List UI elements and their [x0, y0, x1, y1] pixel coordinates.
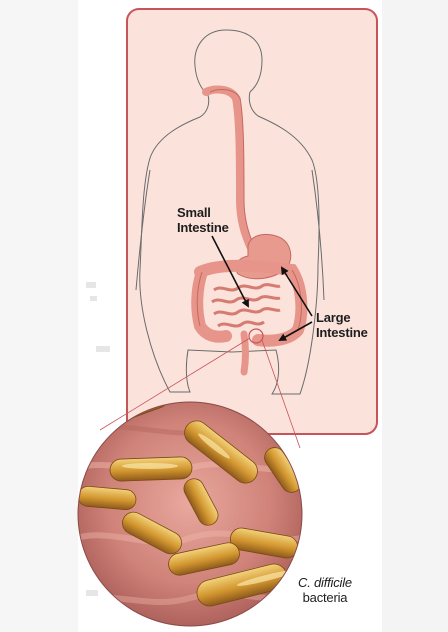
bacterium [110, 457, 193, 482]
small-intestine-label-line2: Intestine [177, 220, 229, 235]
small-intestine-label: Small Intestine [177, 205, 229, 235]
large-intestine-label-line1: Large [316, 310, 368, 325]
rectum [244, 334, 246, 372]
large-intestine-label: Large Intestine [316, 310, 368, 340]
bacteria-label: C. difficile bacteria [298, 575, 352, 605]
bacteria-species-label: C. difficile [298, 575, 352, 590]
bacteria-word-label: bacteria [298, 590, 352, 605]
small-intestine-label-line1: Small [177, 205, 229, 220]
body-frame [127, 9, 377, 434]
large-intestine-label-line2: Intestine [316, 325, 368, 340]
